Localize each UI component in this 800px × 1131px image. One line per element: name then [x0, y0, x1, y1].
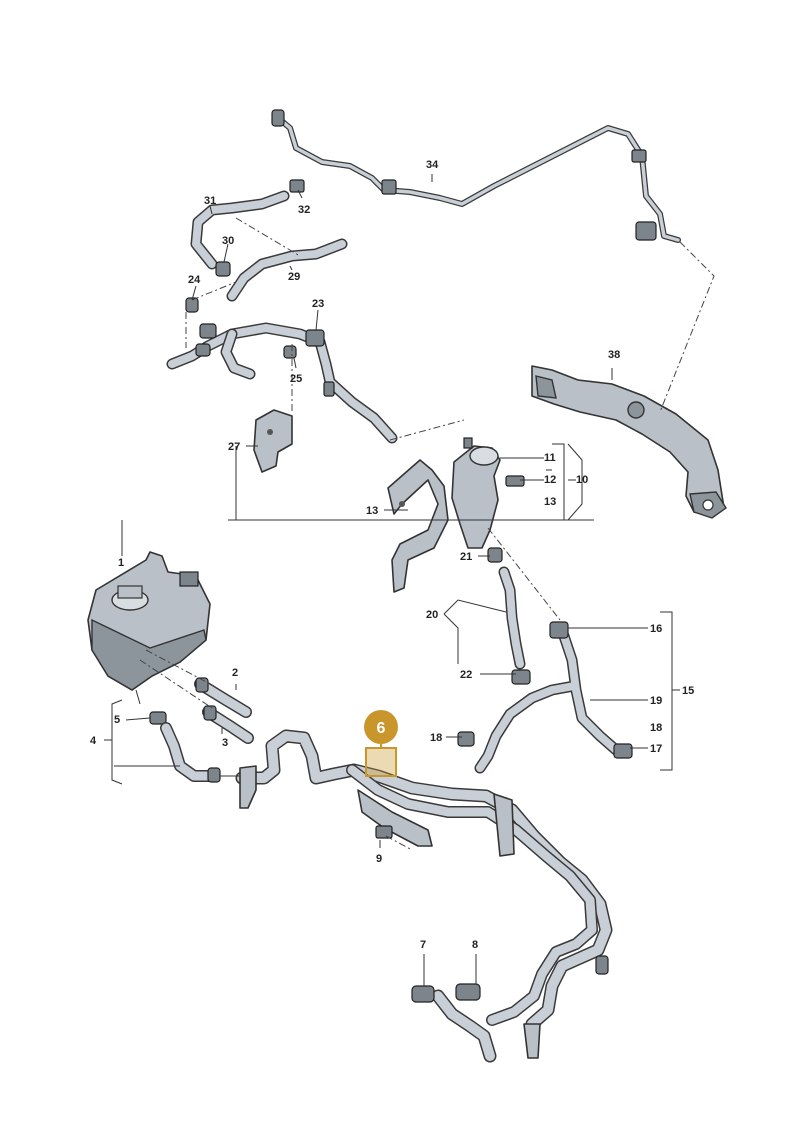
label-27: 27: [228, 441, 240, 453]
label-1: 1: [118, 557, 124, 569]
label-3: 3: [222, 737, 228, 749]
part-3-hose: [202, 705, 254, 744]
label-19: 19: [650, 695, 662, 707]
part-6-highlight-box: [365, 747, 397, 777]
label-20: 20: [426, 609, 438, 621]
part-1-expansion-tank: [87, 551, 211, 691]
label-32: 32: [298, 204, 310, 216]
bolt-12: [505, 475, 525, 487]
part-29-hose: [226, 238, 348, 302]
clip-5: [149, 711, 167, 725]
clip-8: [455, 983, 481, 1001]
part-6-badge[interactable]: 6: [364, 710, 398, 748]
clip-18: [457, 731, 475, 747]
label-6: 6: [377, 720, 386, 737]
part-6-coolant-pipe: [235, 729, 613, 1063]
tank-outlet: [135, 689, 141, 705]
part-4-hose: [160, 722, 221, 783]
leader-lines: [104, 174, 680, 986]
label-18-right: 18: [650, 722, 662, 734]
label-17: 17: [650, 743, 662, 755]
label-7: 7: [420, 939, 426, 951]
part-27-bracket: [253, 409, 293, 473]
label-23: 23: [312, 298, 324, 310]
part-2-hose: [194, 677, 252, 718]
label-16: 16: [650, 623, 662, 635]
label-13-left: 13: [366, 505, 378, 517]
label-8: 8: [472, 939, 478, 951]
label-12: 12: [544, 474, 556, 486]
label-21: 21: [460, 551, 472, 563]
part-34-bleed-pipe: [271, 109, 681, 243]
assembly-dash-lines: [139, 217, 715, 851]
clip-7: [411, 985, 435, 1003]
label-5: 5: [114, 714, 120, 726]
clip-22: [511, 669, 531, 685]
part-13-bracket: [387, 459, 449, 593]
clip-24: [185, 297, 199, 313]
part-11-housing: [451, 437, 501, 549]
clip-21: [487, 547, 503, 563]
part-38-pipe: [531, 365, 727, 519]
label-2: 2: [232, 667, 238, 679]
part-23-hose-assembly: [166, 322, 398, 444]
label-11: 11: [544, 452, 556, 464]
label-30: 30: [222, 235, 234, 247]
label-31: 31: [204, 195, 216, 207]
label-38: 38: [608, 349, 620, 361]
clip-32: [289, 179, 305, 193]
part-labels: 34 31 32 30 29 24 23 25 27 38 11 12 13 1…: [90, 159, 694, 951]
label-34: 34: [426, 159, 439, 171]
part-19-hose: [474, 630, 622, 774]
label-13-right: 13: [544, 496, 556, 508]
part-31-hose: [190, 190, 290, 270]
label-10: 10: [576, 474, 588, 486]
clip-30: [215, 261, 231, 277]
label-22: 22: [460, 669, 472, 681]
clip-25: [283, 345, 297, 359]
label-18-left: 18: [430, 732, 442, 744]
label-15: 15: [682, 685, 694, 697]
part-20-hose: [498, 566, 526, 670]
clip-17: [613, 743, 633, 759]
label-4: 4: [90, 735, 97, 747]
clip-16: [549, 621, 569, 639]
label-25: 25: [290, 373, 302, 385]
bolt-9: [375, 825, 393, 839]
label-24: 24: [188, 274, 201, 286]
label-9: 9: [376, 853, 382, 865]
label-29: 29: [288, 271, 300, 283]
